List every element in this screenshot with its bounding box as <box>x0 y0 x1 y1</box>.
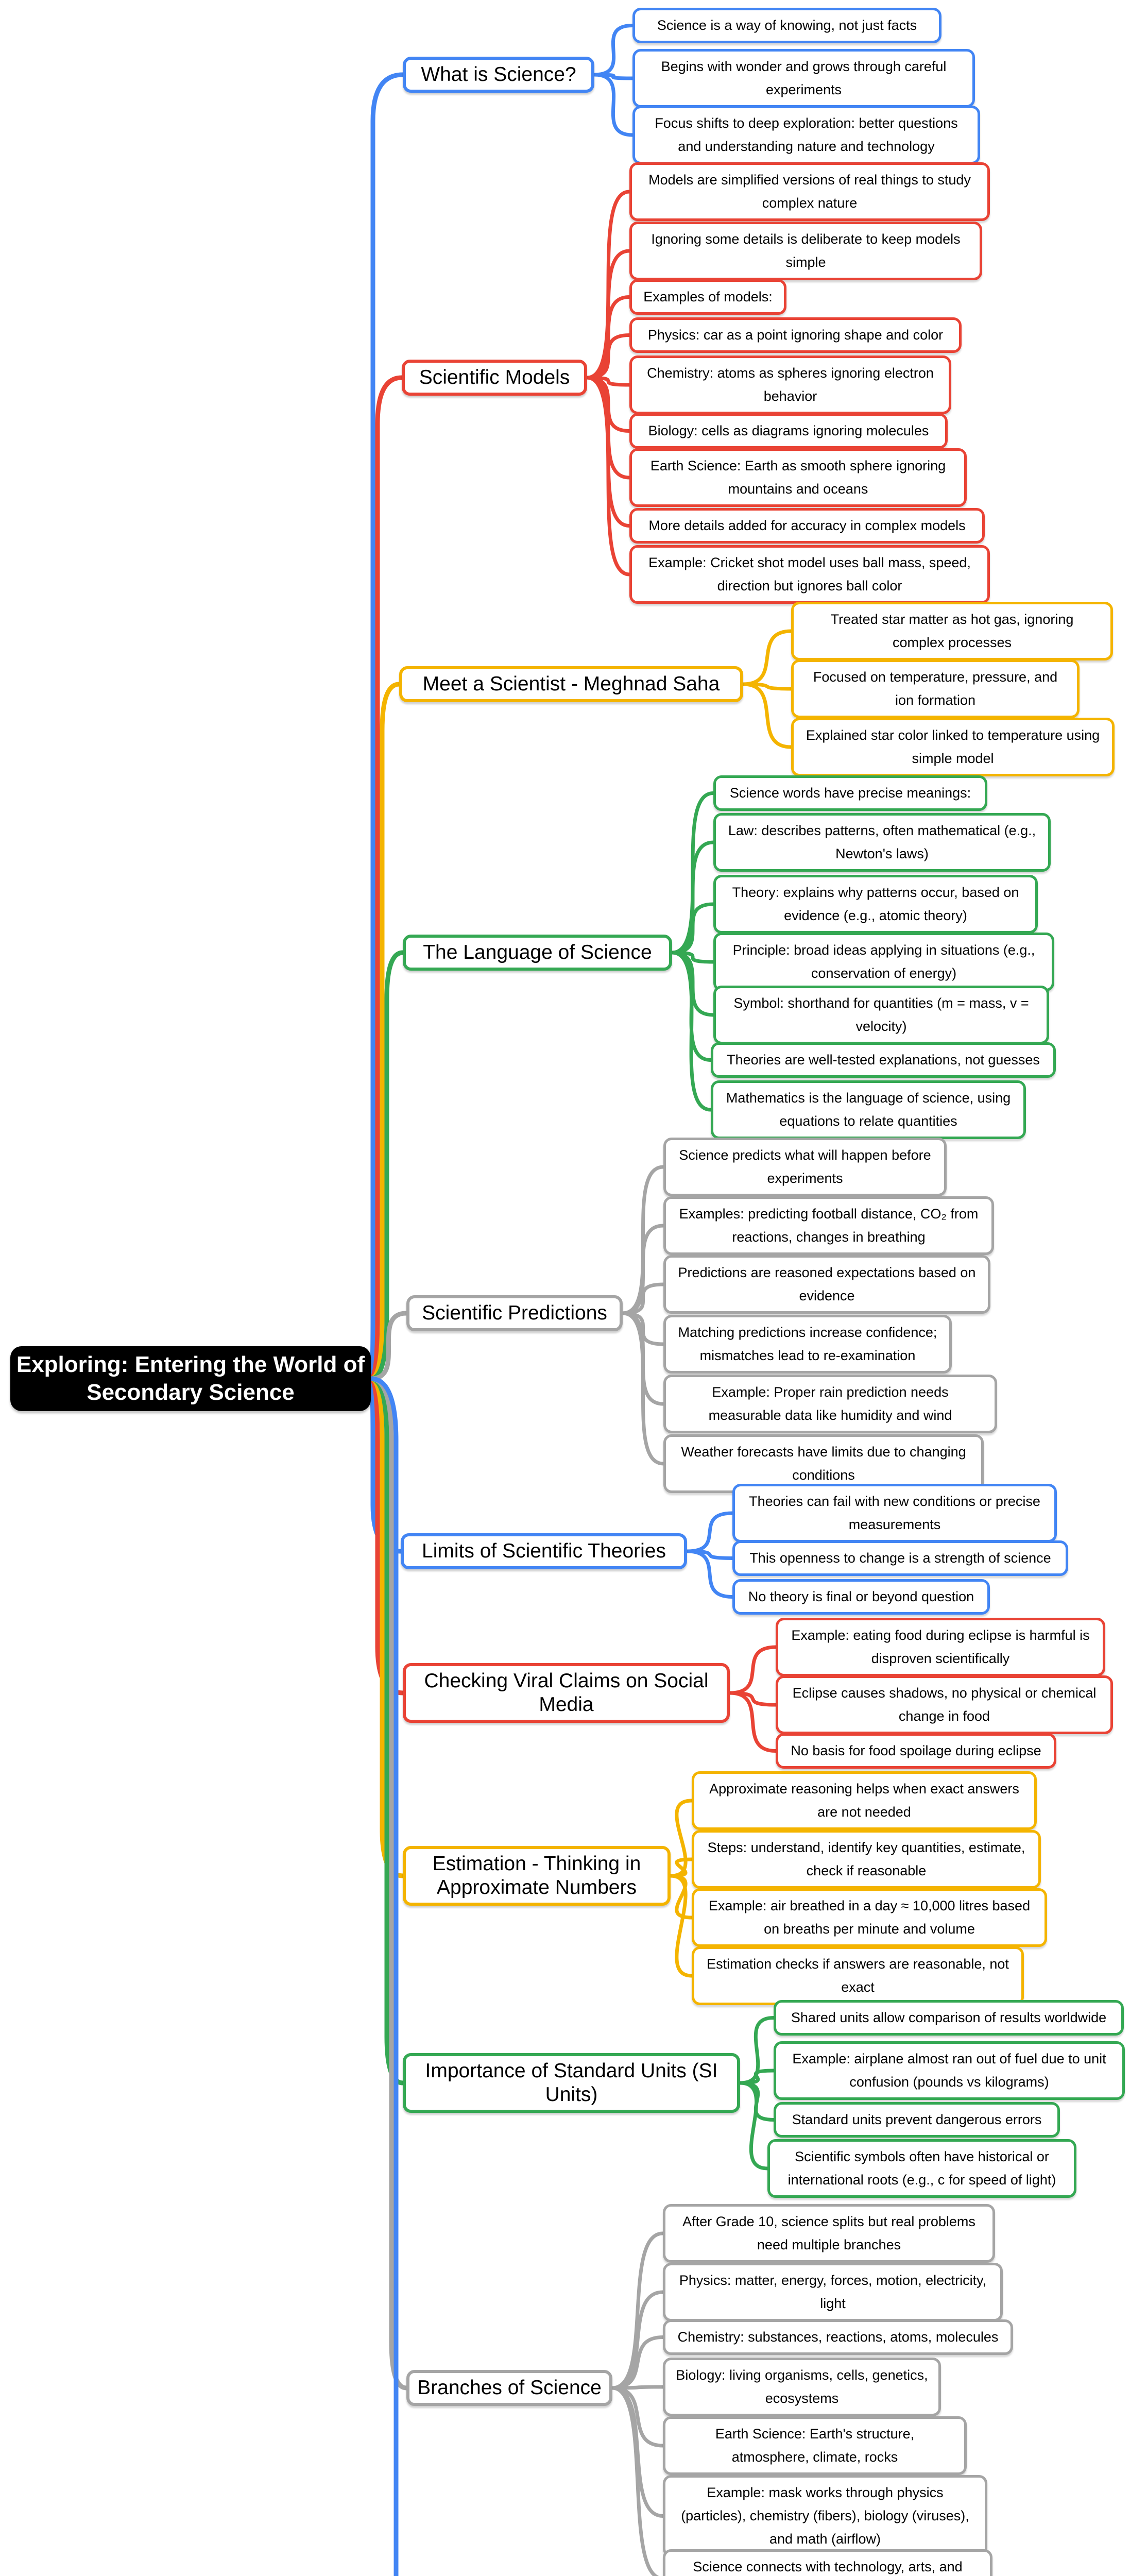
child-node: Example: mask works through physics (par… <box>663 2475 987 2557</box>
child-node: After Grade 10, science splits but real … <box>663 2204 995 2263</box>
topic-checking-viral-claims: Checking Viral Claims on Social Media <box>403 1663 730 1723</box>
child-node: Focused on temperature, pressure, and io… <box>791 659 1080 718</box>
child-node: Science predicts what will happen before… <box>663 1138 947 1196</box>
child-node: Science words have precise meanings: <box>713 775 987 811</box>
child-node: Physics: matter, energy, forces, motion,… <box>663 2263 1003 2321</box>
child-node: Physics: car as a point ignoring shape a… <box>629 317 962 353</box>
child-node: More details added for accuracy in compl… <box>629 508 985 544</box>
child-node: Eclipse causes shadows, no physical or c… <box>776 1675 1113 1734</box>
child-node: Estimation checks if answers are reasona… <box>692 1946 1024 2005</box>
topic-language-of-science: The Language of Science <box>403 935 672 971</box>
child-node: Science connects with technology, arts, … <box>663 2549 992 2576</box>
topic-estimation: Estimation - Thinking in Approximate Num… <box>403 1846 671 1906</box>
child-node: Earth Science: Earth's structure, atmosp… <box>663 2416 967 2475</box>
child-node: Examples: predicting football distance, … <box>663 1196 994 1255</box>
child-node: Law: describes patterns, often mathemati… <box>713 813 1051 872</box>
child-node: Example: eating food during eclipse is h… <box>776 1618 1105 1676</box>
child-node: Example: Proper rain prediction needs me… <box>663 1375 997 1433</box>
child-node: Examples of models: <box>629 279 786 315</box>
child-node: Treated star matter as hot gas, ignoring… <box>791 602 1113 660</box>
child-node: Standard units prevent dangerous errors <box>774 2102 1060 2138</box>
child-node: Shared units allow comparison of results… <box>774 2000 1124 2036</box>
child-node: Example: air breathed in a day ≈ 10,000 … <box>692 1888 1047 1947</box>
child-node: Science is a way of knowing, not just fa… <box>632 8 941 43</box>
topic-scientific-models: Scientific Models <box>402 360 587 396</box>
child-node: Theories are well-tested explanations, n… <box>711 1042 1056 1078</box>
child-node: Explained star color linked to temperatu… <box>791 718 1115 776</box>
child-node: Matching predictions increase confidence… <box>663 1315 952 1374</box>
child-node: Symbol: shorthand for quantities (m = ma… <box>713 986 1049 1044</box>
root-node: Exploring: Entering the World of Seconda… <box>10 1346 371 1411</box>
child-node: Models are simplified versions of real t… <box>629 162 990 221</box>
child-node: Mathematics is the language of science, … <box>711 1080 1026 1139</box>
child-node: Example: airplane almost ran out of fuel… <box>774 2041 1125 2100</box>
child-node: Biology: cells as diagrams ignoring mole… <box>629 413 948 449</box>
topic-standard-units: Importance of Standard Units (SI Units) <box>403 2053 740 2113</box>
child-node: Focus shifts to deep exploration: better… <box>632 106 980 164</box>
child-node: No theory is final or beyond question <box>732 1579 990 1615</box>
child-node: Approximate reasoning helps when exact a… <box>692 1771 1037 1830</box>
child-node: This openness to change is a strength of… <box>732 1540 1068 1576</box>
topic-meghnad-saha: Meet a Scientist - Meghnad Saha <box>399 666 743 702</box>
child-node: Weather forecasts have limits due to cha… <box>663 1434 984 1493</box>
child-node: Principle: broad ideas applying in situa… <box>713 933 1054 991</box>
child-node: Chemistry: atoms as spheres ignoring ele… <box>629 355 951 414</box>
topic-branches-of-science: Branches of Science <box>406 2370 612 2406</box>
child-node: Earth Science: Earth as smooth sphere ig… <box>629 448 967 507</box>
child-node: Begins with wonder and grows through car… <box>632 49 975 108</box>
child-node: Theory: explains why patterns occur, bas… <box>713 875 1038 934</box>
child-node: Steps: understand, identify key quantiti… <box>692 1830 1041 1889</box>
child-node: Biology: living organisms, cells, geneti… <box>663 2358 941 2416</box>
child-node: Scientific symbols often have historical… <box>767 2139 1076 2198</box>
topic-scientific-predictions: Scientific Predictions <box>406 1295 623 1331</box>
child-node: No basis for food spoilage during eclips… <box>776 1733 1056 1769</box>
child-node: Ignoring some details is deliberate to k… <box>629 222 982 280</box>
child-node: Chemistry: substances, reactions, atoms,… <box>663 2319 1013 2355</box>
topic-what-is-science: What is Science? <box>403 57 594 93</box>
topic-limits-of-theories: Limits of Scientific Theories <box>401 1533 687 1569</box>
child-node: Predictions are reasoned expectations ba… <box>663 1255 990 1314</box>
child-node: Theories can fail with new conditions or… <box>732 1484 1057 1543</box>
child-node: Example: Cricket shot model uses ball ma… <box>629 545 990 604</box>
